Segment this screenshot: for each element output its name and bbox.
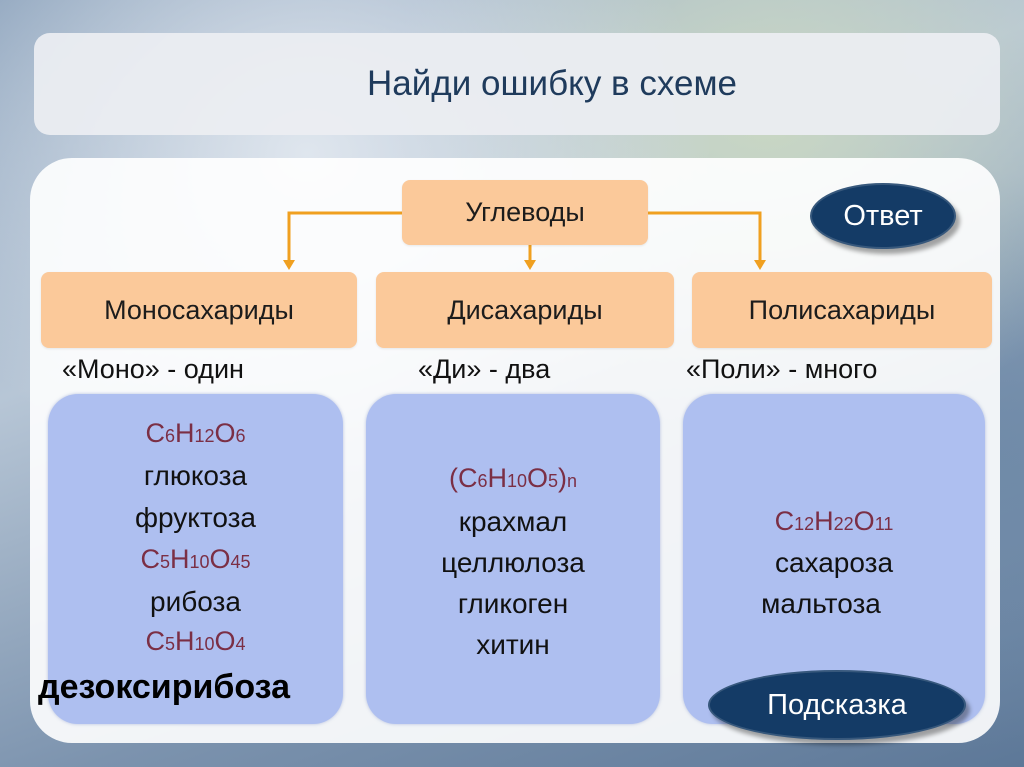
caption-mono: «Моно» - один [62, 354, 244, 384]
answer-button[interactable]: Ответ [810, 183, 956, 249]
category-di: Дисахариды [376, 272, 674, 348]
formula-c6h10o5n: (C6H10O5)n [448, 463, 578, 493]
item-deoxyribose: дезоксирибоза [38, 668, 291, 706]
item-sucrose: сахароза [774, 547, 894, 578]
item-starch: крахмал [458, 506, 568, 537]
item-ribose: рибоза [150, 586, 241, 617]
caption-di: «Ди» - два [418, 354, 551, 384]
arrow-to-mono [287, 211, 402, 262]
caption-poly: «Поли» - много [686, 354, 878, 384]
root-node: Углеводы [402, 180, 648, 245]
item-chitin: хитин [476, 629, 550, 660]
category-poly: Полисахариды [692, 272, 992, 348]
formula-c5h10o45: C5H10O45 [140, 544, 251, 574]
poly-box [683, 394, 985, 724]
item-cellulose: целлюлоза [441, 547, 585, 578]
arrow-to-poly [648, 211, 762, 262]
slide-title: Найди ошибку в схеме [367, 64, 737, 103]
formula-c6h12o6: C6H12O6 [145, 418, 246, 448]
item-glucose: глюкоза [143, 460, 248, 491]
formula-c5h10o4: C5H10O4 [145, 626, 246, 656]
mono-box [48, 394, 343, 724]
formula-c12h22o11: C12H22O11 [774, 506, 894, 536]
item-maltose: мальтоза [761, 588, 881, 619]
item-fructose: фруктоза [134, 502, 257, 533]
category-mono: Моносахариды [41, 272, 357, 348]
title-bar: Найди ошибку в схеме [34, 33, 1000, 135]
item-glycogen: гликоген [457, 588, 569, 619]
hint-button[interactable]: Подсказка [708, 670, 966, 740]
di-box [366, 394, 660, 724]
